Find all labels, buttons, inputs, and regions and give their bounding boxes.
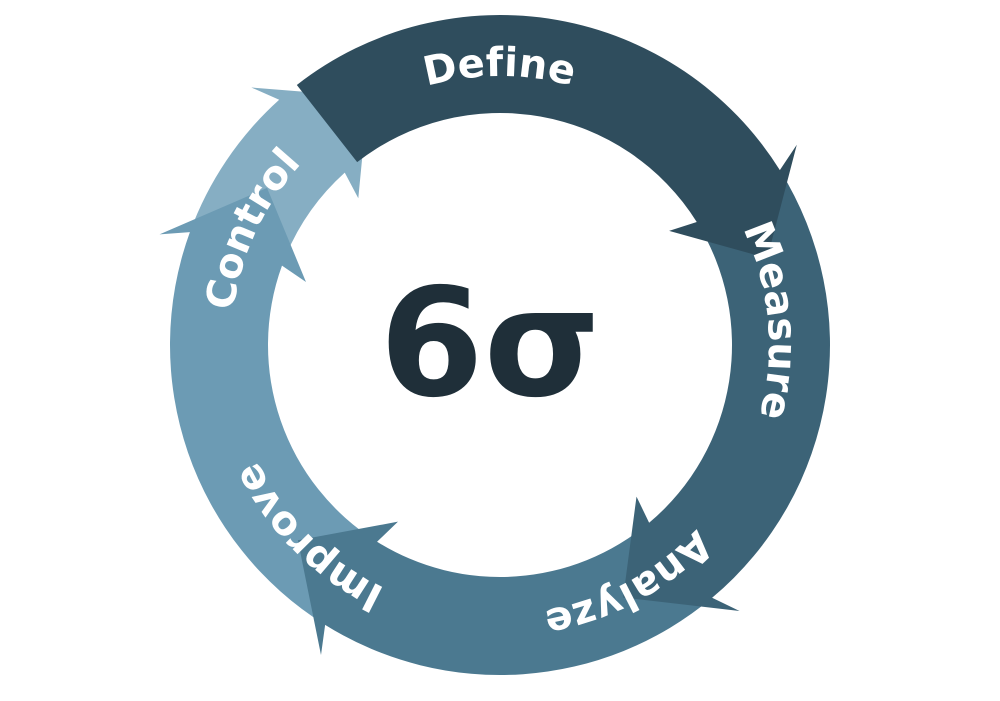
segment-define <box>296 14 797 259</box>
segment-analyze <box>297 521 713 676</box>
six-sigma-symbol: 6σ <box>379 257 600 431</box>
segment-measure <box>623 170 831 612</box>
segment-improve <box>159 187 378 625</box>
cycle-segments <box>159 14 831 676</box>
